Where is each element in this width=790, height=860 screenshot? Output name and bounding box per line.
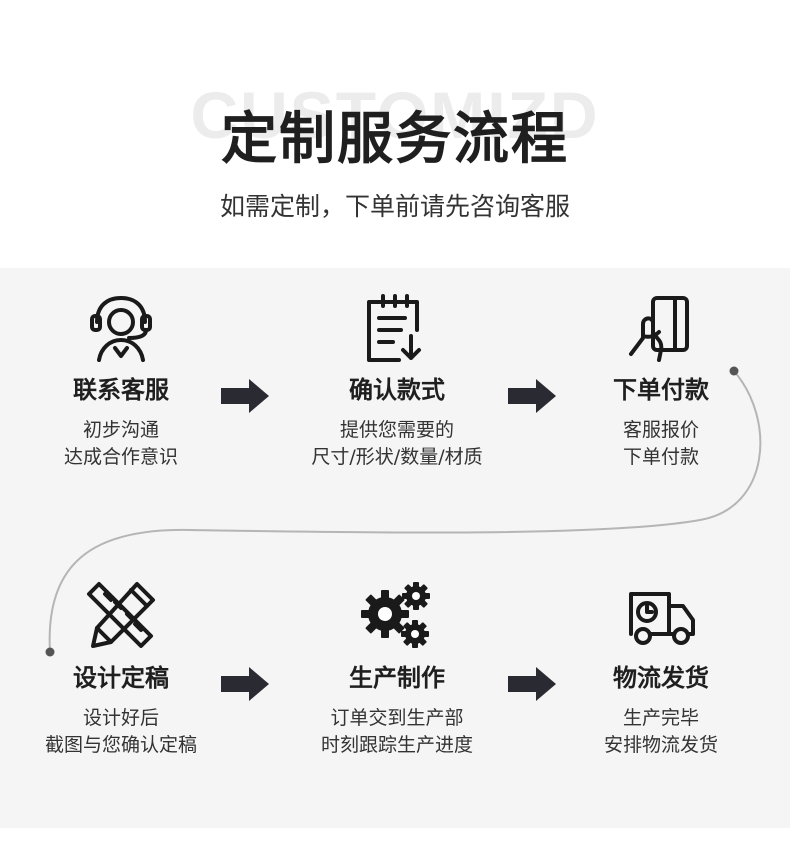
step-desc-line1: 客服报价 [622,419,699,441]
clipboard-download-icon [367,294,421,362]
arrow-right-icon [508,379,556,413]
step-label: 下单付款 [613,376,709,404]
step-desc-line2: 尺寸/形状/数量/材质 [311,446,483,468]
pencil-ruler-icon [87,582,155,648]
headset-icon [90,296,152,362]
step-design-finalize: 设计定稿 设计好后 截图与您确认定稿 [1,580,241,759]
step-contact-service: 联系客服 初步沟通 达成合作意识 [1,292,241,471]
step-confirm-style: 确认款式 提供您需要的 尺寸/形状/数量/材质 [277,292,517,471]
step-label: 物流发货 [613,664,709,692]
connector-start-dot [729,366,739,376]
header-watermark: CUSTOMIZD [190,78,600,152]
step-label: 确认款式 [349,376,445,404]
step-desc-line1: 生产完毕 [622,707,699,729]
step-desc-line2: 安排物流发货 [603,734,718,756]
step-desc-line1: 订单交到生产部 [330,707,464,729]
delivery-truck-icon [629,592,695,645]
step-desc-line1: 提供您需要的 [339,419,454,441]
step-desc-line2: 下单付款 [622,446,699,468]
arrow-right-icon [221,379,269,413]
step-label: 联系客服 [73,376,169,404]
step-desc-line2: 达成合作意识 [63,446,178,468]
step-label: 生产制作 [349,664,445,692]
step-production: 生产制作 订单交到生产部 时刻跟踪生产进度 [277,580,517,759]
gears-icon [361,582,430,648]
step-desc-line2: 时刻跟踪生产进度 [320,734,473,756]
page-title: 定制服务流程 [221,107,569,172]
step-order-payment: 下单付款 客服报价 下单付款 [541,292,781,471]
step-logistics-shipping: 物流发货 生产完毕 安排物流发货 [541,580,781,759]
connector-end-dot [45,647,55,657]
step-desc-line2: 截图与您确认定稿 [44,734,197,756]
step-label: 设计定稿 [73,664,169,692]
page-subtitle: 如需定制，下单前请先咨询客服 [219,192,570,221]
card-payment-icon [629,296,689,362]
arrow-right-icon [221,667,269,701]
step-desc-line1: 设计好后 [82,707,159,729]
step-desc-line1: 初步沟通 [82,419,159,441]
arrow-right-icon [508,667,556,701]
